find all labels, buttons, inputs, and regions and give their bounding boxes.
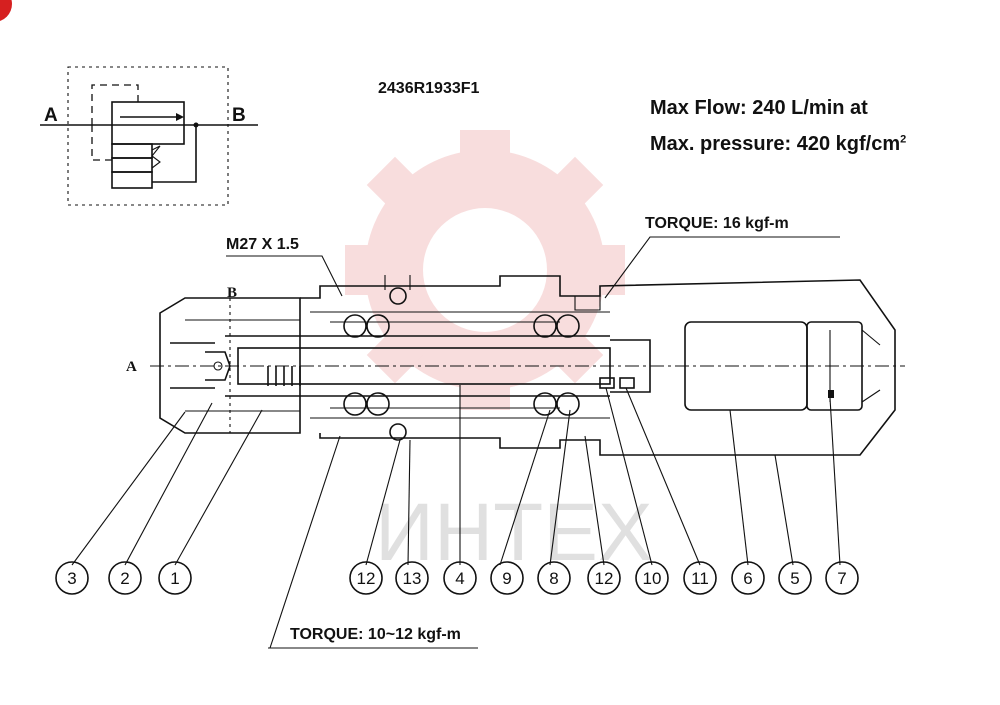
body-port-b: B — [227, 285, 237, 301]
part-callout: 8 — [537, 561, 571, 595]
hydraulic-symbol — [40, 66, 258, 206]
part-callout: 5 — [778, 561, 812, 595]
torque-bottom-label: TORQUE: 10~12 kgf-m — [290, 626, 461, 643]
watermark-gear-icon — [345, 130, 625, 410]
model-code: 2436R1933F1 — [378, 80, 480, 97]
svg-text:6: 6 — [743, 569, 752, 588]
part-callout: 12 — [349, 561, 383, 595]
spec-max-pressure: Max. pressure: 420 kgf/cm2 — [650, 133, 906, 156]
part-callout: 11 — [683, 561, 717, 595]
part-callout: 1 — [158, 561, 192, 595]
body-port-a: A — [126, 359, 137, 375]
part-callout: 7 — [825, 561, 859, 595]
leader-lines — [71, 236, 841, 649]
svg-text:1: 1 — [170, 569, 179, 588]
corner-badge — [0, 0, 12, 21]
part-callout: 2 — [108, 561, 142, 595]
svg-text:2: 2 — [120, 569, 129, 588]
svg-text:7: 7 — [837, 569, 846, 588]
torque-top-label: TORQUE: 16 kgf-m — [645, 215, 789, 232]
svg-text:3: 3 — [67, 569, 76, 588]
svg-text:9: 9 — [502, 569, 511, 588]
part-callout: 4 — [443, 561, 477, 595]
svg-text:11: 11 — [691, 569, 709, 588]
part-callout: 12 — [587, 561, 621, 595]
svg-text:8: 8 — [549, 569, 558, 588]
svg-text:13: 13 — [403, 569, 422, 588]
svg-text:10: 10 — [643, 569, 662, 588]
part-callout: 3 — [55, 561, 89, 595]
part-callout: 10 — [635, 561, 669, 595]
svg-text:12: 12 — [357, 569, 376, 588]
spool-grooves — [267, 366, 301, 386]
part-callout: 13 — [395, 561, 429, 595]
spec-max-flow: Max Flow: 240 L/min at — [650, 97, 868, 119]
thread-label: M27 X 1.5 — [226, 236, 299, 253]
symbol-port-a: A — [44, 105, 58, 126]
spec-pressure-text: Max. pressure: 420 kgf/cm — [650, 133, 901, 155]
symbol-port-b: B — [232, 105, 246, 126]
svg-text:5: 5 — [790, 569, 799, 588]
svg-text:4: 4 — [455, 569, 464, 588]
part-callouts: 3 2 1 12 13 4 9 8 12 10 11 6 5 7 — [55, 561, 859, 595]
valve-cross-section — [150, 275, 905, 456]
part-callout: 6 — [731, 561, 765, 595]
svg-text:12: 12 — [595, 569, 614, 588]
spec-pressure-exponent: 2 — [900, 133, 907, 146]
part-callout: 9 — [490, 561, 524, 595]
